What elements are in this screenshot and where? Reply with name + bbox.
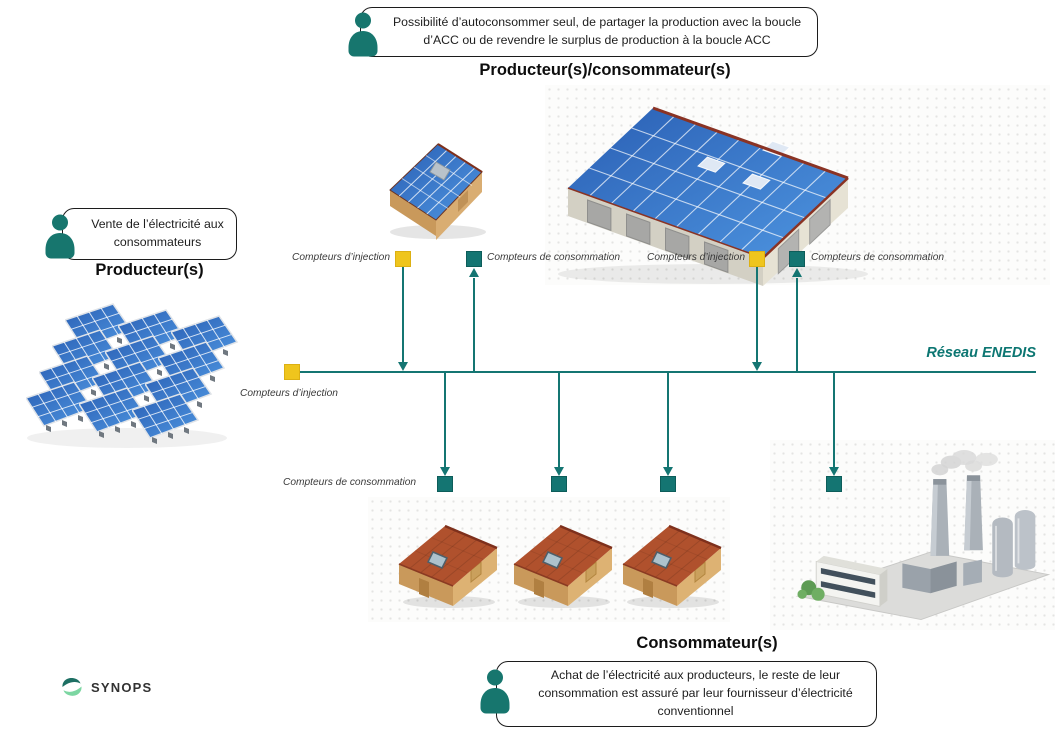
- down-arrow-icon: [663, 467, 673, 476]
- consumer-annotation-text: Achat de l’électricité aux producteurs, …: [538, 668, 853, 718]
- producer-heading: Producteur(s): [95, 261, 204, 279]
- injection-meter-square-farm: [284, 364, 300, 380]
- injection-line-2: [756, 267, 758, 362]
- consumer-annotation-callout: Achat de l’électricité aux producteurs, …: [496, 661, 877, 727]
- down-arrow-icon: [752, 362, 762, 371]
- synops-logo: SYNOPS: [60, 676, 152, 698]
- consumption-meter-square-1: [466, 251, 482, 267]
- enedis-grid-label: Réseau ENEDIS: [926, 345, 1036, 361]
- consumer-line-2: [558, 373, 560, 467]
- producer-consumer-heading: Producteur(s)/consommateur(s): [479, 61, 731, 79]
- synops-logo-text: SYNOPS: [91, 679, 153, 695]
- house-image: [617, 518, 729, 610]
- injection-meter-square-2: [749, 251, 765, 267]
- down-arrow-icon: [440, 467, 450, 476]
- injection-meter-label-farm: Compteurs d’injection: [240, 388, 338, 399]
- rooftop-solar-house-image: [389, 143, 486, 240]
- solar-farm-image: [26, 303, 238, 448]
- consumption-meter-label-row: Compteurs de consommation: [283, 477, 417, 488]
- top-annotation-text: Possibilité d’autoconsommer seul, de par…: [392, 15, 802, 47]
- consumption-meter-square-house-3: [660, 476, 676, 492]
- consumer-line-4: [833, 373, 835, 467]
- consumption-meter-square-factory: [826, 476, 842, 492]
- up-arrow-icon: [792, 268, 802, 277]
- person-icon: [348, 12, 378, 57]
- house-image: [508, 518, 620, 610]
- up-arrow-icon: [469, 268, 479, 277]
- down-arrow-icon: [554, 467, 564, 476]
- down-arrow-icon: [398, 362, 408, 371]
- consumer-line-1: [444, 373, 446, 467]
- house-image: [393, 518, 505, 610]
- consumer-line-3: [667, 373, 669, 467]
- injection-meter-square-1: [395, 251, 411, 267]
- consumption-meter-square-house-2: [551, 476, 567, 492]
- consumption-meter-label-1: Compteurs de consommation: [487, 252, 621, 263]
- consumption-meter-square-2: [789, 251, 805, 267]
- injection-line-1: [402, 267, 404, 362]
- consumption-meter-square-house-1: [437, 476, 453, 492]
- top-annotation-callout: Possibilité d’autoconsommer seul, de par…: [360, 7, 818, 57]
- consumer-heading: Consommateur(s): [636, 634, 778, 652]
- enedis-grid-line: [299, 371, 1036, 374]
- injection-meter-label-2: Compteurs d’injection: [647, 252, 745, 263]
- solar-warehouse-image: [558, 106, 868, 286]
- producer-annotation-callout: Vente de l’électricité aux consommateurs: [62, 208, 237, 260]
- synops-logo-icon: [62, 677, 82, 696]
- person-icon: [480, 669, 510, 714]
- injection-meter-label-1: Compteurs d’injection: [292, 252, 390, 263]
- consumption-line-2: [796, 278, 798, 372]
- consumption-line-1: [473, 278, 475, 372]
- person-icon: [45, 214, 75, 259]
- factory-image: [795, 450, 1051, 621]
- producer-annotation-text: Vente de l’électricité aux consommateurs: [91, 217, 224, 249]
- down-arrow-icon: [829, 467, 839, 476]
- consumption-meter-label-2: Compteurs de consommation: [811, 252, 945, 263]
